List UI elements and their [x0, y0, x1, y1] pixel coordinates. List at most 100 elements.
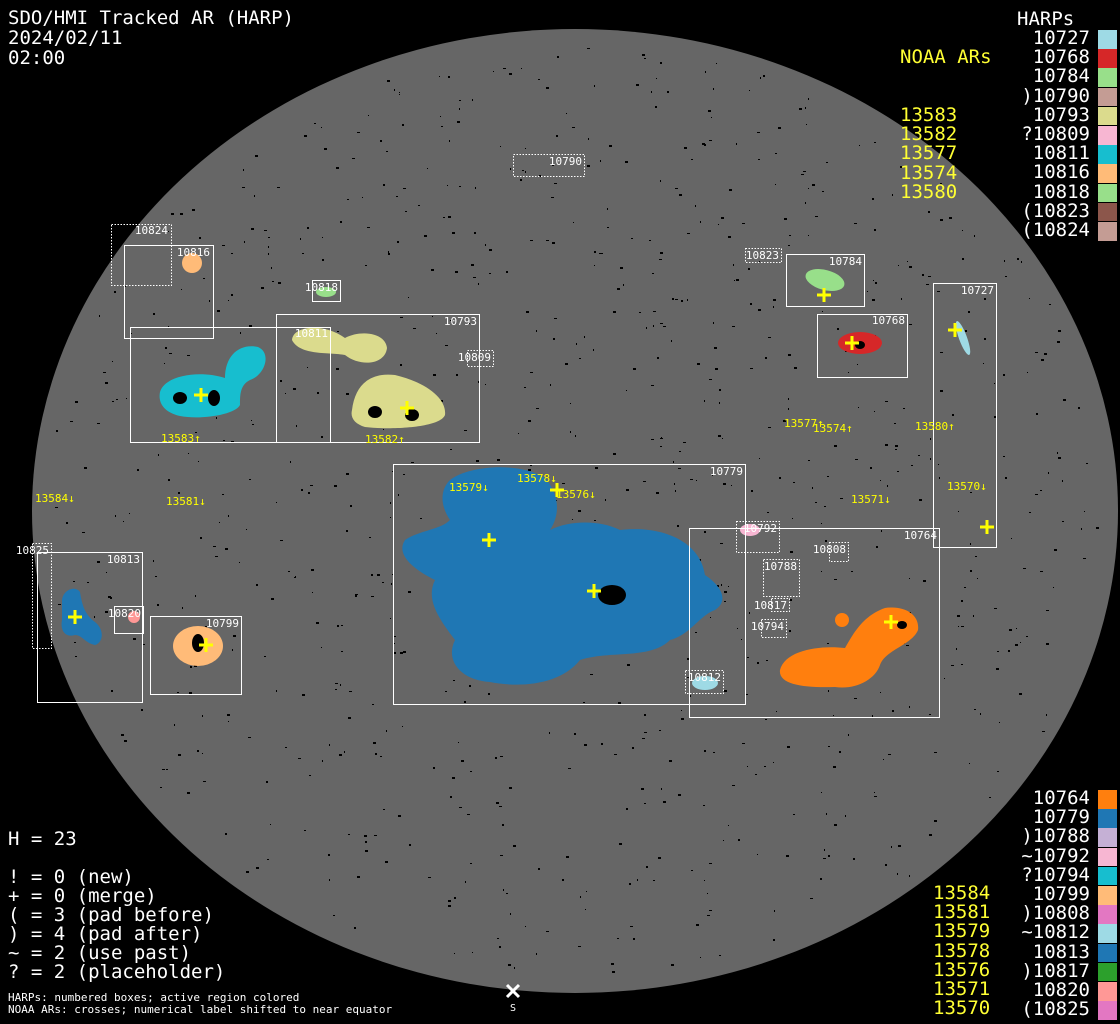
harp-legend-label: 10727	[1032, 27, 1090, 49]
footer-line: NOAA ARs: crosses; numerical label shift…	[8, 1002, 393, 1016]
harp-color-swatch	[1098, 222, 1117, 241]
noaa-disk-label: 13583↑	[161, 432, 201, 445]
region-10764	[779, 607, 919, 688]
harp-box-10794: 10794	[751, 619, 787, 638]
noaa-cross-icon	[948, 323, 962, 337]
harp-box-10793: 10793	[276, 314, 480, 443]
harp-legend-label: 10818	[1032, 180, 1090, 203]
noaa-cross-icon	[68, 610, 82, 624]
status-code-line: ~ = 2 (use past)	[8, 942, 192, 964]
region-10764-small	[835, 613, 849, 627]
harp-color-swatch	[1098, 982, 1117, 1001]
harp-legend-label: (10825	[1021, 998, 1090, 1021]
harp-color-swatch	[1098, 886, 1117, 905]
south-label: S	[510, 1003, 516, 1014]
harp-legend-label: 10799	[1032, 883, 1090, 905]
harp-box-outline	[817, 314, 908, 378]
harp-box-outline	[689, 528, 940, 718]
harp-box-10799: 10799	[150, 616, 242, 695]
harp-legend-label: )10817	[1021, 959, 1090, 982]
harp-box-label: 10779	[710, 465, 743, 478]
noaa-labels: 13583↑13582↑13577↑13574↑13580↑13584↓1358…	[35, 417, 987, 508]
noaa-disk-label: 13578↓	[517, 472, 557, 485]
harp-box-label: 10793	[444, 315, 477, 328]
harp-color-swatch	[1098, 866, 1117, 886]
harp-legend-label: )10808	[1021, 902, 1090, 925]
harp-box-10764: 10764	[689, 528, 940, 718]
noaa-legend-item: 13581	[933, 901, 991, 924]
harp-box-label: 10768	[872, 314, 905, 327]
noaa-legend-item: 13583	[900, 104, 958, 127]
harp-color-swatch	[1098, 183, 1117, 203]
noaa-legend-item: 13576	[933, 958, 991, 981]
harp-legend-label: ?10809	[1021, 123, 1090, 145]
harp-box-label: 10818	[305, 281, 338, 294]
harp-box-label: 10764	[904, 529, 937, 542]
harp-box-outline	[393, 464, 746, 705]
harp-box-label: 10792	[744, 522, 777, 535]
harp-color-swatch	[1098, 49, 1117, 68]
harp-legend-label: 10811	[1032, 142, 1090, 165]
noaa-legend-item: 13578	[933, 939, 991, 962]
harp-legend-label: 10793	[1032, 103, 1090, 126]
harp-box-outline	[933, 283, 997, 548]
harp-color-swatch	[1098, 924, 1117, 943]
harp-box-10812: 10812	[685, 670, 724, 694]
harp-box-outline	[736, 521, 780, 553]
harp-box-label: 10823	[746, 249, 779, 262]
harp-color-swatch	[1098, 847, 1117, 867]
noaa-cross-icon	[587, 584, 601, 598]
harp-legend-label: ?10794	[1021, 863, 1090, 886]
harp-color-swatch	[1098, 145, 1117, 164]
harp-box-10727: 10727	[933, 283, 997, 548]
noaa-legend-item: 13571	[933, 978, 991, 1001]
region-10793-a	[292, 327, 387, 363]
noaa-cross-icon	[194, 388, 208, 402]
harp-legend-label: )10788	[1021, 825, 1090, 848]
harp-box-10809: 10809	[458, 350, 494, 367]
noaa-disk-label: 13579↓	[449, 481, 489, 494]
noaa-cross-icon	[199, 638, 213, 652]
harp-color-swatch	[1098, 943, 1117, 963]
solar-disk	[32, 29, 1118, 993]
harp-box-10788: 10788	[763, 559, 800, 597]
region-10820	[128, 611, 140, 623]
harp-color-swatch	[1098, 202, 1117, 222]
noaa-legend-item: 13574	[900, 161, 958, 184]
harp-color-swatch	[1098, 1001, 1117, 1020]
region-10779	[402, 467, 723, 685]
harp-box-10818: 10818	[305, 280, 341, 302]
harp-box-10816: 10816	[124, 245, 214, 339]
harp-box-10824: 10824	[111, 224, 172, 286]
harp-box-label: 10788	[764, 560, 797, 573]
harp-legend-label: 10779	[1032, 806, 1090, 829]
harp-box-label: 10812	[688, 671, 721, 684]
harp-box-outline	[312, 280, 341, 302]
region-10812	[692, 676, 718, 690]
noaa-header: NOAA ARs	[900, 46, 992, 69]
harp-box-10811: 10811	[130, 327, 331, 443]
harp-color-swatch	[1098, 962, 1117, 982]
noaa-disk-label: 13574↑	[813, 422, 853, 435]
harp-box-outline	[276, 314, 480, 443]
harp-box-label: 10784	[829, 255, 862, 268]
harp-box-10820: 10820	[108, 606, 144, 634]
harp-color-swatch	[1098, 828, 1117, 847]
harp-count: H = 23	[8, 828, 77, 850]
south-marker: S	[505, 983, 521, 1014]
noaa-crosses	[68, 288, 994, 652]
harp-box-label: 10808	[813, 543, 846, 556]
harp-box-outline	[150, 616, 242, 695]
harp-box-label: 10809	[458, 351, 491, 364]
status-code-line: ! = 0 (new)	[8, 866, 134, 888]
harp-color-swatch	[1098, 87, 1117, 107]
status-code-line: ? = 2 (placeholder)	[8, 961, 226, 983]
harp-box-outline	[37, 552, 143, 703]
harp-box-label: 10824	[135, 224, 168, 237]
harp-box-10808: 10808	[813, 542, 849, 562]
harp-legend-label: (10823	[1021, 199, 1090, 222]
noaa-disk-label: 13580↑	[915, 420, 955, 433]
